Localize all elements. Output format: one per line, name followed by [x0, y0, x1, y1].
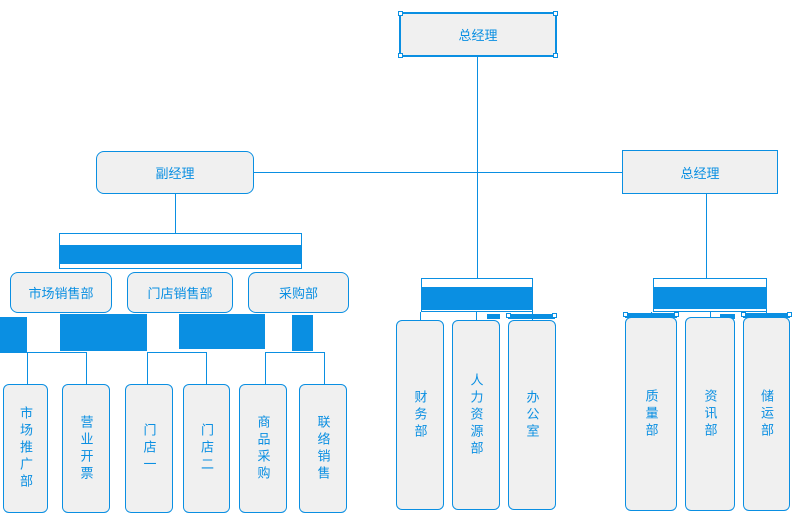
node-label: 营业开票: [78, 414, 94, 483]
mid-group-connector-bar[interactable]: [421, 278, 533, 312]
right-group-connector-band: [654, 287, 766, 309]
node-quality-dept[interactable]: 质量部: [625, 317, 677, 511]
selected-strip-right-logistics[interactable]: [743, 313, 790, 318]
strip-handle[interactable]: [741, 312, 746, 317]
mid-group-connector-band: [422, 287, 532, 310]
node-goods-purchasing[interactable]: 商品采购: [239, 384, 287, 513]
selected-strip-mid-office[interactable]: [508, 314, 555, 319]
node-label: 门店销售部: [147, 286, 213, 301]
node-label: 总经理: [458, 28, 498, 43]
selection-handle[interactable]: [398, 53, 403, 58]
right-group-connector-bar[interactable]: [653, 278, 767, 312]
connector-deputy-vertical: [175, 194, 176, 233]
node-label: 储运部: [759, 388, 774, 440]
node-label: 副经理: [155, 166, 195, 181]
connector-root-vertical: [477, 57, 478, 279]
node-market-sales-dept[interactable]: 市场销售部: [10, 272, 112, 313]
strip-handle[interactable]: [787, 312, 792, 317]
node-store-sales-dept[interactable]: 门店销售部: [127, 272, 233, 313]
node-label: 资讯部: [702, 388, 718, 440]
node-label: 财务部: [412, 389, 428, 441]
connector-mid-drop-1: [420, 312, 421, 320]
left-connector-block-a[interactable]: [0, 317, 27, 353]
selected-strip-right-info[interactable]: [720, 314, 735, 319]
node-general-manager-right[interactable]: 总经理: [622, 150, 778, 194]
left-connector-block-d[interactable]: [292, 315, 313, 351]
selected-strip-right-quality[interactable]: [625, 313, 677, 318]
node-store-two[interactable]: 门店二: [183, 384, 230, 513]
node-label: 采购部: [278, 286, 318, 301]
bracket1-left-vertical: [27, 352, 28, 384]
selection-handle[interactable]: [553, 11, 558, 16]
selection-handle[interactable]: [398, 11, 403, 16]
connector-right-drop-2: [710, 312, 711, 317]
bracket3-left-vertical: [265, 352, 266, 384]
left-connector-block-b[interactable]: [60, 314, 147, 351]
node-deputy-manager[interactable]: 副经理: [96, 151, 254, 194]
node-finance-dept[interactable]: 财务部: [396, 320, 444, 510]
bracket2-left-vertical: [147, 352, 148, 384]
node-business-invoicing[interactable]: 营业开票: [62, 384, 110, 513]
connector-level2-horizontal: [254, 172, 622, 173]
node-liaison-sales[interactable]: 联络销售: [299, 384, 347, 513]
bracket1-horizontal: [27, 352, 87, 353]
node-label: 办公室: [524, 389, 540, 441]
connector-mid-drop-2: [476, 312, 477, 320]
node-label: 市场销售部: [28, 286, 94, 301]
left-connector-block-c[interactable]: [179, 314, 265, 349]
strip-handle[interactable]: [506, 313, 511, 318]
node-label: 质量部: [643, 388, 659, 440]
node-label: 门店一: [141, 423, 157, 474]
node-purchasing-dept[interactable]: 采购部: [248, 272, 349, 313]
node-office[interactable]: 办公室: [508, 320, 556, 510]
node-information-dept[interactable]: 资讯部: [685, 317, 735, 511]
strip-handle[interactable]: [623, 312, 628, 317]
left-group-connector-band: [60, 245, 301, 264]
node-store-one[interactable]: 门店一: [125, 384, 173, 513]
node-logistics-dept[interactable]: 储运部: [743, 317, 790, 511]
node-label: 总经理: [680, 165, 720, 181]
selection-handle[interactable]: [553, 53, 558, 58]
node-label: 门店二: [199, 423, 214, 474]
strip-handle[interactable]: [552, 313, 557, 318]
node-label: 商品采购: [255, 414, 271, 483]
node-general-manager-top[interactable]: 总经理: [398, 11, 558, 58]
connector-rightgm-vertical: [706, 194, 707, 278]
bracket3-horizontal: [265, 352, 325, 353]
node-hr-dept[interactable]: 人力资源部: [452, 320, 500, 510]
bracket2-right-vertical: [206, 352, 207, 384]
bracket3-right-vertical: [324, 352, 325, 384]
node-label: 市场推广部: [18, 406, 33, 491]
node-label: 人力资源部: [468, 372, 484, 458]
selected-strip-mid-hr[interactable]: [487, 314, 500, 319]
left-group-connector-bar[interactable]: [59, 233, 302, 269]
node-label: 联络销售: [315, 414, 331, 483]
bracket1-right-vertical: [86, 352, 87, 384]
node-market-promotion[interactable]: 市场推广部: [3, 384, 48, 513]
bracket2-horizontal: [147, 352, 207, 353]
strip-handle[interactable]: [674, 312, 679, 317]
